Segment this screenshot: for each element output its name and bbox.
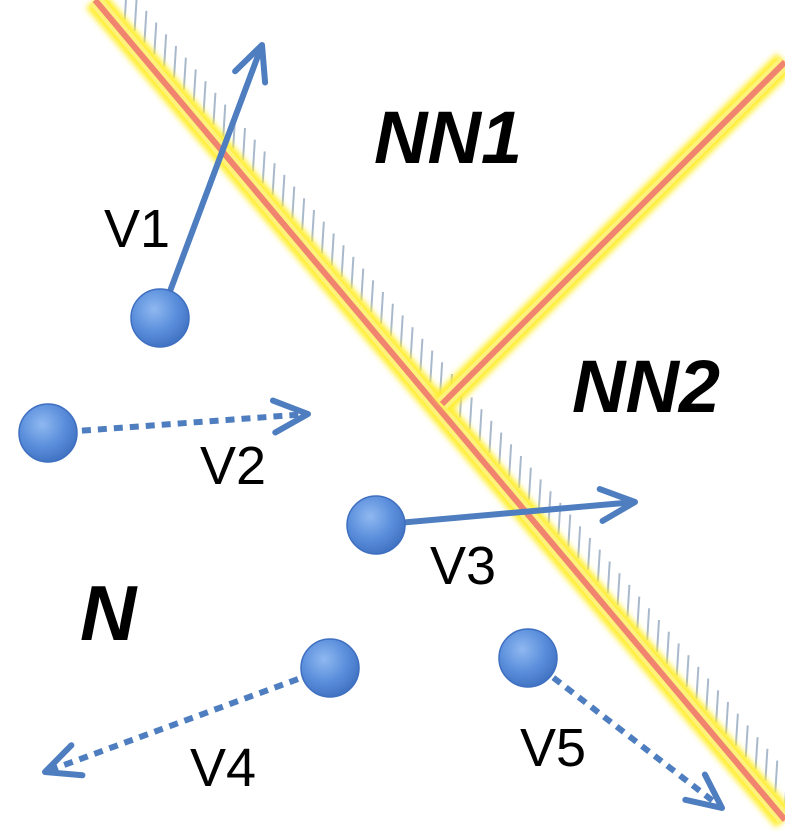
- hatch-mark: [143, 10, 148, 43]
- region-label-nn1: NN1: [374, 96, 522, 179]
- hatch-mark: [478, 409, 483, 442]
- hatch-mark: [429, 350, 434, 383]
- hatch-mark: [518, 455, 522, 489]
- hatch-mark: [399, 315, 404, 348]
- hatch-mark: [725, 701, 729, 735]
- hatch-mark: [212, 92, 217, 125]
- particle-v3: [346, 495, 406, 555]
- hatch-mark: [705, 678, 710, 711]
- hatch-mark: [389, 303, 394, 336]
- particle-v1: [130, 288, 190, 348]
- hatch-mark: [656, 619, 660, 653]
- hatch-mark: [468, 397, 473, 430]
- boundary-hatching: [123, 0, 785, 805]
- hatch-mark: [163, 34, 168, 67]
- particle-v2: [18, 403, 78, 463]
- hatch-mark: [419, 338, 424, 371]
- hatch-mark: [311, 209, 315, 243]
- hatch-mark: [271, 163, 276, 196]
- hatch-mark: [380, 291, 384, 325]
- hatch-mark: [340, 245, 345, 278]
- hatch-mark: [675, 643, 680, 676]
- hatch-mark: [616, 573, 621, 606]
- vector-v4-arrow: [42, 665, 330, 779]
- hatch-mark: [774, 760, 779, 793]
- vector-v3-arrow: [374, 486, 638, 528]
- hatch-mark: [764, 748, 769, 781]
- hatch-mark: [754, 737, 759, 770]
- hatch-mark: [370, 280, 375, 313]
- hatch-mark: [488, 420, 493, 453]
- hatch-mark: [251, 139, 256, 172]
- vector-label-v4: V4: [190, 738, 256, 798]
- hatch-mark: [192, 69, 197, 102]
- hatch-mark: [330, 233, 335, 266]
- hatch-mark: [527, 467, 532, 500]
- hatch-mark: [685, 655, 690, 688]
- hatch-mark: [498, 432, 503, 465]
- hatch-mark: [508, 444, 513, 477]
- hatch-mark: [360, 268, 365, 301]
- hatch-mark: [537, 479, 542, 512]
- vector-v1-arrow: [157, 42, 269, 320]
- vector-label-v2: V2: [200, 436, 266, 496]
- region-label-nn2: NN2: [572, 345, 720, 428]
- vector-v5-arrow: [526, 655, 725, 811]
- hatch-mark: [734, 713, 739, 746]
- hatch-mark: [291, 186, 296, 219]
- main-boundary: [85, 0, 785, 828]
- hatch-mark: [133, 0, 138, 32]
- hatch-mark: [261, 151, 266, 184]
- hatch-mark: [606, 561, 611, 594]
- hatch-mark: [281, 174, 286, 207]
- hatch-mark: [646, 608, 651, 641]
- particle-v4: [300, 638, 360, 698]
- vector-label-v1: V1: [104, 199, 170, 259]
- vector-label-v3: V3: [430, 536, 496, 596]
- hatch-mark: [577, 526, 582, 559]
- hatch-mark: [587, 537, 591, 571]
- particle-v5: [498, 628, 558, 688]
- hatch-mark: [182, 57, 187, 90]
- vectors: [42, 42, 725, 811]
- hatch-mark: [715, 690, 720, 723]
- hatch-mark: [153, 22, 158, 55]
- hatch-mark: [222, 104, 227, 137]
- vector-v2-arrow: [49, 397, 311, 436]
- hatch-mark: [626, 584, 631, 617]
- hatch-mark: [744, 725, 749, 758]
- hatch-mark: [636, 596, 641, 629]
- hatch-mark: [202, 81, 207, 114]
- nn-boundary: [433, 53, 785, 413]
- hatch-mark: [695, 666, 700, 699]
- hatch-mark: [409, 327, 414, 360]
- hatch-mark: [242, 127, 246, 161]
- region-label-n: N: [80, 569, 138, 657]
- hatch-mark: [123, 0, 127, 20]
- vector-label-v5: V5: [520, 718, 586, 778]
- hatch-mark: [665, 631, 670, 664]
- hatch-mark: [173, 45, 177, 79]
- hatch-mark: [567, 514, 572, 547]
- hatch-mark: [350, 256, 355, 289]
- hatch-mark: [596, 549, 601, 582]
- hatch-mark: [301, 198, 306, 231]
- hatch-mark: [320, 221, 325, 254]
- particles: [18, 288, 558, 698]
